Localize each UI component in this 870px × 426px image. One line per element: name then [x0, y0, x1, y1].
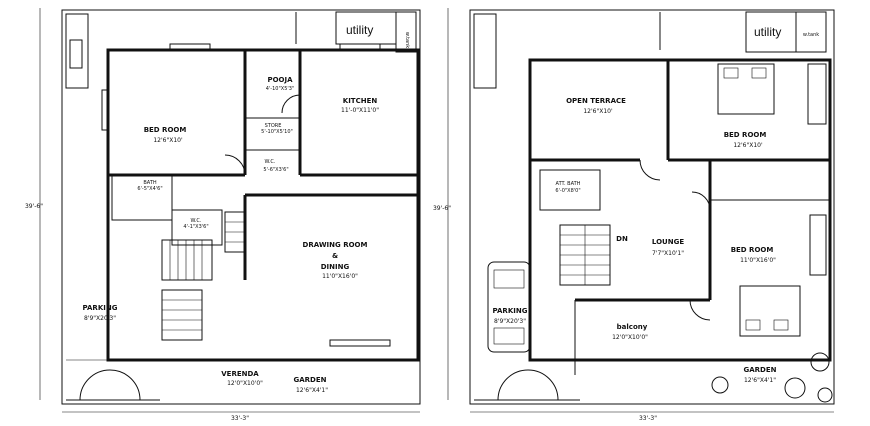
- ground-floor-boundary: [61, 9, 421, 405]
- gf-drawing-name2: DINING: [321, 263, 350, 271]
- ff-lounge-name: LOUNGE: [652, 238, 684, 246]
- ff-terrace-dim: 12'6"X10': [583, 108, 613, 115]
- kitchen-window: [339, 43, 381, 51]
- bath-room-box: [111, 174, 173, 221]
- ff-terrace-name: OPEN TERRACE: [566, 97, 626, 105]
- ground-side-cabinet: [65, 13, 89, 89]
- gf-wc2-name: W.C.: [190, 218, 201, 224]
- gf-parking-dim: 8'9"X20'3": [84, 315, 116, 322]
- gf-veranda-dim: 12'0"X10'0": [227, 380, 263, 387]
- gf-drawing-dim: 11'0"X16'0": [322, 273, 358, 280]
- plant-icon: [711, 352, 833, 403]
- ground-height-dimension: 39'-6": [25, 203, 43, 210]
- gf-bedroom-dim: 12'6"X10': [153, 137, 183, 144]
- first-floor-boundary: [469, 9, 835, 405]
- wc-room-box: [171, 209, 223, 246]
- bedroom-side-window: [101, 89, 109, 131]
- gf-store-dim: 5'-10"X5'10": [261, 129, 293, 135]
- ff-bedroom1-name: BED ROOM: [724, 131, 767, 139]
- gf-bath-name: BATH: [143, 180, 157, 186]
- ground-staircase: [161, 211, 246, 341]
- gf-wc-dim: 5'-6"X3'6": [263, 167, 288, 173]
- bedroom-window: [169, 43, 211, 51]
- gf-kitchen-dim: 11'-0"X11'0": [341, 107, 379, 114]
- ground-utility-label: utility: [346, 23, 373, 37]
- gf-drawing-name: DRAWING ROOM: [303, 241, 368, 249]
- gf-veranda-name: VERENDA: [221, 370, 259, 378]
- ff-bedroom2-dim: 11'0"X16'0": [740, 257, 776, 264]
- ground-wtank-box: [395, 11, 417, 53]
- first-parking-gate: [474, 369, 580, 401]
- first-height-dimension: 39'-6": [433, 205, 451, 212]
- first-wtank-box: [795, 11, 827, 53]
- gf-garden-name: GARDEN: [293, 376, 326, 384]
- ground-cabinet-inner: [69, 39, 83, 69]
- balcony-door-swing: [689, 299, 711, 321]
- gf-pooja-dim: 4'-10"X5'3": [266, 86, 294, 92]
- ground-floor-plan: 39'-6" 33'-3" utility w.tank: [25, 8, 421, 422]
- ff-dn-label: DN: [616, 235, 628, 243]
- lounge-door-swing: [639, 159, 661, 181]
- first-floor-plan: 39'-6" 33'-3" utility w.tank: [433, 8, 835, 422]
- ff-balcony-name: balcony: [617, 323, 648, 331]
- first-utility-label: utility: [754, 25, 781, 39]
- ff-parking-dim: 8'9"X20'3": [494, 318, 526, 325]
- first-staircase: [559, 224, 611, 286]
- bedroom-door-swing: [224, 154, 246, 176]
- wardrobe: [809, 214, 827, 276]
- first-wtank-label: w.tank: [803, 32, 819, 38]
- ground-width-dimension: 33'-3": [231, 415, 249, 422]
- ff-bedroom1-dim: 12'6"X10': [733, 142, 763, 149]
- ff-balcony-dim: 12'0"X10'0": [612, 334, 648, 341]
- drawing-window: [329, 339, 391, 347]
- first-side-cabinet: [473, 13, 497, 89]
- gf-pooja-name: POOJA: [267, 76, 293, 84]
- ff-attbath-name: ATT. BATH: [556, 181, 581, 187]
- car-icon: [487, 261, 531, 353]
- ground-building-outline: [106, 48, 420, 362]
- att-bath-box: [539, 169, 601, 211]
- bedroom-door-swing: [691, 191, 711, 211]
- gf-wc-name: W.C.: [264, 159, 275, 165]
- ff-attbath-dim: 6'-0"X8'0": [555, 188, 580, 194]
- first-width-dimension: 33'-3": [639, 415, 657, 422]
- gf-wc2-dim: 4'-1"X3'6": [183, 224, 208, 230]
- gf-kitchen-name: KITCHEN: [343, 97, 378, 105]
- ff-garden-dim: 12'6"X4'1": [744, 377, 776, 384]
- bed-icon: [717, 63, 775, 115]
- ff-bedroom2-name: BED ROOM: [731, 246, 774, 254]
- gf-drawing-amp: &: [332, 252, 338, 260]
- ff-garden-name: GARDEN: [743, 366, 776, 374]
- gf-store-name: STORE: [265, 123, 282, 129]
- gf-parking-name: PARKING: [83, 304, 118, 312]
- gf-bedroom-name: BED ROOM: [144, 126, 187, 134]
- ground-wtank-label: w.tank: [404, 32, 410, 48]
- gf-bath-dim: 6'-5"X4'6": [137, 186, 162, 192]
- pooja-door-swing: [281, 94, 301, 114]
- ff-parking-name: PARKING: [493, 307, 528, 315]
- ground-parking-gate: [66, 369, 160, 401]
- wardrobe: [807, 63, 827, 125]
- bed-icon: [739, 285, 801, 337]
- gf-garden-dim: 12'6"X4'1": [296, 387, 328, 394]
- first-building-outline: [528, 58, 832, 362]
- ff-lounge-dim: 7'7"X10'1": [652, 250, 684, 257]
